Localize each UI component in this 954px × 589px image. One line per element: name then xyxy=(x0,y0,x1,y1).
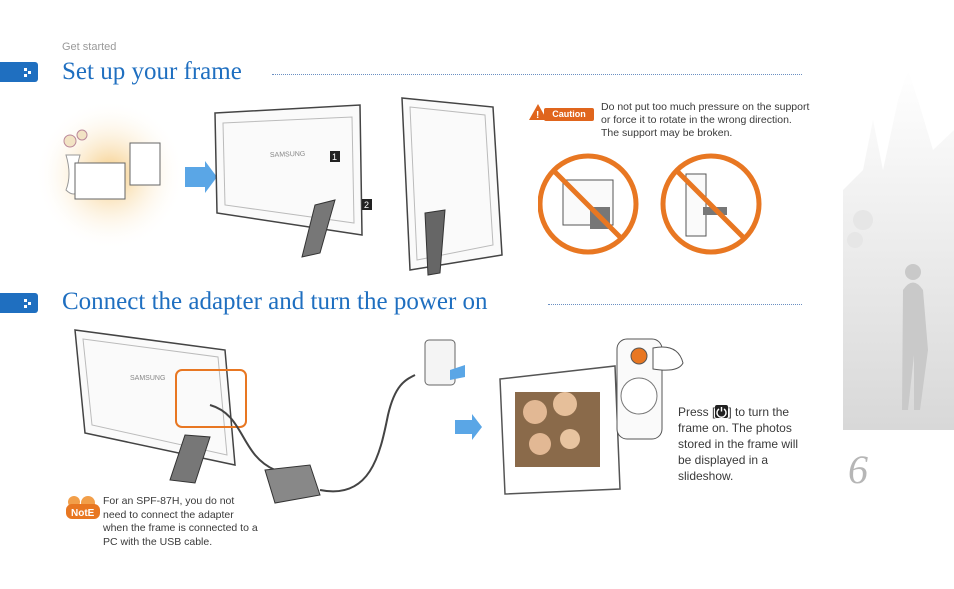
section-title-power: Connect the adapter and turn the power o… xyxy=(62,288,488,315)
caution-badge: ! Caution xyxy=(528,103,596,121)
finger-icon xyxy=(652,346,684,371)
breadcrumb: Get started xyxy=(62,41,117,53)
step-1-badge: 1 xyxy=(332,152,337,162)
note-text: For an SPF-87H, you do not need to conne… xyxy=(103,495,258,548)
wall-outlet-icon xyxy=(424,339,456,386)
section-divider xyxy=(272,74,802,75)
caution-label: Caution xyxy=(544,108,594,121)
caution-text: Do not put too much pressure on the supp… xyxy=(601,101,810,139)
svg-text:!: ! xyxy=(536,110,539,121)
step-2-badge: 2 xyxy=(364,200,369,210)
power-cable xyxy=(209,404,276,471)
navigation-dial xyxy=(620,377,658,415)
section-marker xyxy=(0,293,38,313)
arrow-right-icon xyxy=(185,161,217,193)
page-number: 6 xyxy=(848,447,868,492)
frame-front-illustration xyxy=(499,338,684,495)
support-stand xyxy=(301,199,336,258)
prohibit-icon xyxy=(660,153,762,255)
support-stand-portrait xyxy=(424,209,446,276)
castle-silhouette xyxy=(843,70,954,430)
warning-icon xyxy=(529,104,547,120)
setup-illustration: SAMSUNG 1 2 xyxy=(35,97,503,276)
note-label: NotE xyxy=(71,508,95,519)
power-button-icon[interactable] xyxy=(630,347,648,365)
svg-text:SAMSUNG: SAMSUNG xyxy=(130,375,165,382)
frame-portrait-icon xyxy=(129,142,161,186)
adapter-illustration: SAMSUNG xyxy=(74,329,482,504)
support-stand xyxy=(169,434,211,484)
prohibited-illustrations xyxy=(538,153,762,255)
svg-text:SAMSUNG: SAMSUNG xyxy=(270,151,306,159)
ac-adapter-icon xyxy=(264,464,321,504)
decorative-castle-panel xyxy=(843,70,954,430)
family-silhouette xyxy=(902,282,928,410)
section-marker xyxy=(0,62,38,82)
section-divider xyxy=(548,304,802,305)
arrow-right-icon xyxy=(455,414,482,440)
frame-back-landscape xyxy=(214,104,363,236)
power-port-highlight xyxy=(175,369,247,428)
section-title-setup: Set up your frame xyxy=(62,58,242,85)
frame-back-portrait xyxy=(401,97,503,271)
prohibit-icon xyxy=(538,153,639,255)
frame-landscape-icon xyxy=(74,162,126,200)
power-instruction: Press [] to turn the frame on. The photo… xyxy=(678,405,799,483)
power-icon xyxy=(715,405,729,418)
note-badge: NotE xyxy=(66,496,100,519)
frame-back xyxy=(74,329,236,466)
